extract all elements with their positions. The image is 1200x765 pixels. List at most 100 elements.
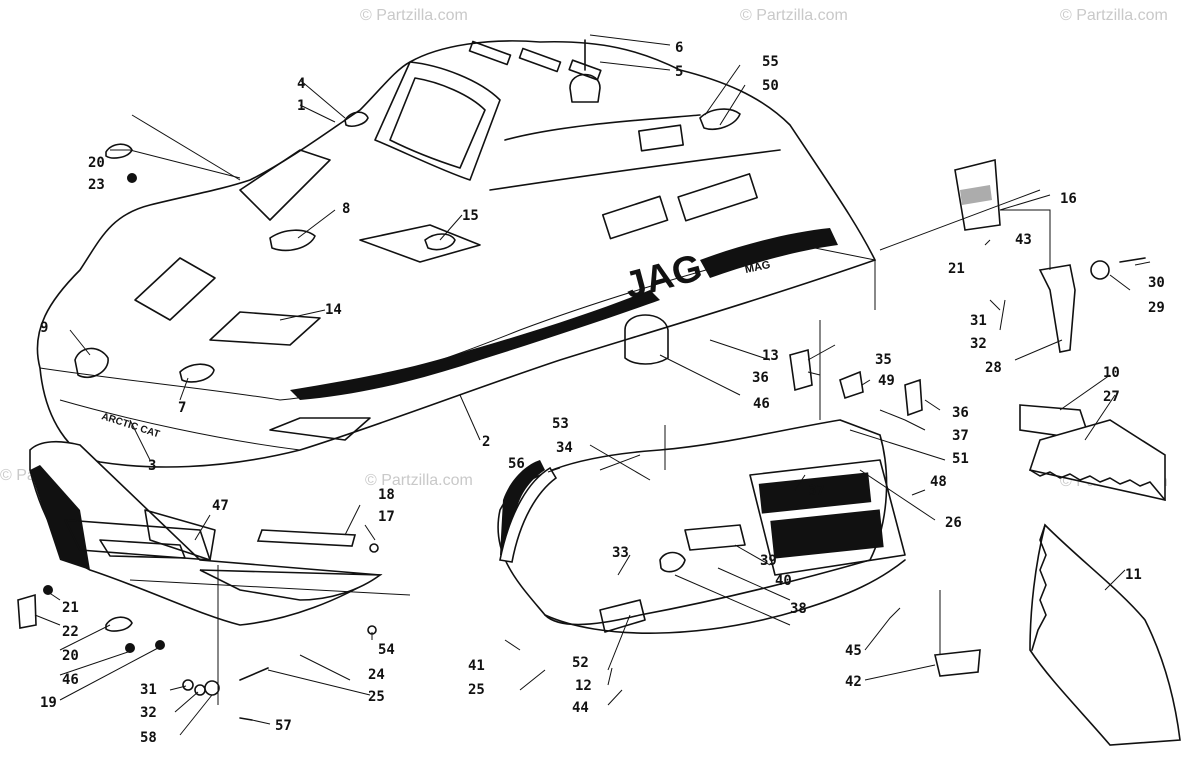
jag-band bbox=[700, 228, 838, 278]
hood-louver-1 bbox=[239, 149, 331, 221]
part-label-22: 22 bbox=[62, 624, 79, 640]
dash-strip bbox=[489, 149, 781, 191]
side-window-frame bbox=[749, 459, 906, 576]
part-label-25a: 25 bbox=[368, 689, 385, 705]
part-label-43: 43 bbox=[1015, 232, 1032, 248]
hood-contour-lower bbox=[59, 399, 301, 451]
part-label-21a: 21 bbox=[62, 600, 79, 616]
windshield-frame bbox=[374, 61, 501, 181]
washer-58 bbox=[204, 680, 220, 696]
emblem-7 bbox=[179, 363, 215, 383]
emblem-50 bbox=[699, 108, 741, 130]
part-label-44: 44 bbox=[572, 700, 589, 716]
hood-louver-3 bbox=[134, 257, 216, 321]
part-label-39: 39 bbox=[760, 553, 777, 569]
part-label-42: 42 bbox=[845, 674, 862, 690]
part-label-28: 28 bbox=[985, 360, 1002, 376]
bumper-flap bbox=[144, 509, 216, 561]
part-label-33: 33 bbox=[612, 545, 629, 561]
emblem-15 bbox=[424, 233, 456, 251]
part-label-25b: 25 bbox=[468, 682, 485, 698]
part-label-56: 56 bbox=[508, 456, 525, 472]
part-label-37a: 37 bbox=[952, 428, 969, 444]
bracket-49 bbox=[839, 370, 864, 400]
part-label-55: 55 bbox=[762, 54, 779, 70]
part-label-45: 45 bbox=[845, 643, 862, 659]
part-label-20: 20 bbox=[88, 155, 105, 171]
part-label-3: 3 bbox=[148, 458, 156, 474]
mud-flap-16 bbox=[954, 158, 1001, 231]
bracket-52 bbox=[599, 599, 646, 633]
part-label-19: 19 bbox=[40, 695, 57, 711]
gas-cap bbox=[624, 314, 669, 365]
emblem-38 bbox=[659, 551, 686, 573]
side-window-top bbox=[758, 472, 872, 514]
top-vents bbox=[468, 40, 602, 81]
hood-louver-2 bbox=[359, 224, 481, 263]
hood-louver-5 bbox=[269, 417, 371, 441]
part-label-52: 52 bbox=[572, 655, 589, 671]
callout-labels: 4 1 20 23 6 5 55 50 8 15 14 9 7 2 3 13 4… bbox=[40, 40, 1165, 746]
part-label-46b: 46 bbox=[753, 396, 770, 412]
emblem-9 bbox=[74, 347, 109, 379]
part-label-29: 29 bbox=[1148, 300, 1165, 316]
part-label-12: 12 bbox=[575, 678, 592, 694]
part-label-32b: 32 bbox=[970, 336, 987, 352]
watermark: © Partzilla.com bbox=[740, 7, 848, 24]
clip-20-top bbox=[105, 143, 133, 159]
fasteners-left bbox=[17, 143, 379, 721]
rivet-17 bbox=[369, 543, 379, 553]
part-label-57: 57 bbox=[275, 718, 292, 734]
hood-louver-4 bbox=[209, 311, 321, 346]
side-window-bottom bbox=[770, 509, 884, 559]
part-label-50: 50 bbox=[762, 78, 779, 94]
flap-11-teeth bbox=[1031, 524, 1047, 651]
bracket-37 bbox=[904, 378, 923, 417]
clip-42 bbox=[934, 649, 981, 677]
part-label-21b: 21 bbox=[948, 261, 965, 277]
part-label-5: 5 bbox=[675, 64, 683, 80]
clip-20-bottom bbox=[105, 616, 133, 632]
part-label-32a: 32 bbox=[140, 705, 157, 721]
leader-lines bbox=[34, 34, 1151, 736]
part-label-2: 2 bbox=[482, 434, 490, 450]
mud-flap-16-mark bbox=[960, 185, 992, 205]
part-label-36a: 36 bbox=[752, 370, 769, 386]
part-label-31a: 31 bbox=[140, 682, 157, 698]
part-label-9: 9 bbox=[40, 320, 48, 336]
part-label-15: 15 bbox=[462, 208, 479, 224]
part-label-38: 38 bbox=[790, 601, 807, 617]
decal-18 bbox=[256, 529, 357, 547]
part-label-41: 41 bbox=[468, 658, 485, 674]
part-label-35: 35 bbox=[875, 352, 892, 368]
handle-28 bbox=[1038, 264, 1076, 353]
front-bumper-assembly bbox=[29, 440, 383, 626]
watermark: © Partzilla.com bbox=[1060, 7, 1168, 24]
hood-assembly: JAG MAG ARCTIC CAT bbox=[36, 39, 877, 468]
bolt-30 bbox=[1119, 257, 1146, 263]
part-label-24: 24 bbox=[368, 667, 385, 683]
part-label-30: 30 bbox=[1148, 275, 1165, 291]
mirror-4 bbox=[344, 111, 369, 127]
flap-11 bbox=[1029, 523, 1181, 746]
bumper-skid bbox=[199, 569, 383, 601]
part-label-54: 54 bbox=[378, 642, 395, 658]
part-label-51: 51 bbox=[952, 451, 969, 467]
wedge-27-teeth bbox=[1029, 469, 1166, 501]
right-side-parts bbox=[499, 158, 1181, 746]
part-label-8: 8 bbox=[342, 201, 350, 217]
part-label-23: 23 bbox=[88, 177, 105, 193]
nut-46 bbox=[125, 643, 135, 653]
part-label-20b: 20 bbox=[62, 648, 79, 664]
part-label-13: 13 bbox=[762, 348, 779, 364]
washer-29 bbox=[1090, 260, 1110, 280]
strap-56 bbox=[499, 466, 558, 563]
washer-31 bbox=[182, 679, 194, 691]
part-label-48: 48 bbox=[930, 474, 947, 490]
beacon-dome bbox=[569, 73, 601, 103]
part-label-1: 1 bbox=[297, 98, 305, 114]
bracket-35 bbox=[789, 348, 813, 392]
part-label-7: 7 bbox=[178, 400, 186, 416]
part-label-6: 6 bbox=[675, 40, 683, 56]
bolt-57 bbox=[239, 717, 253, 721]
